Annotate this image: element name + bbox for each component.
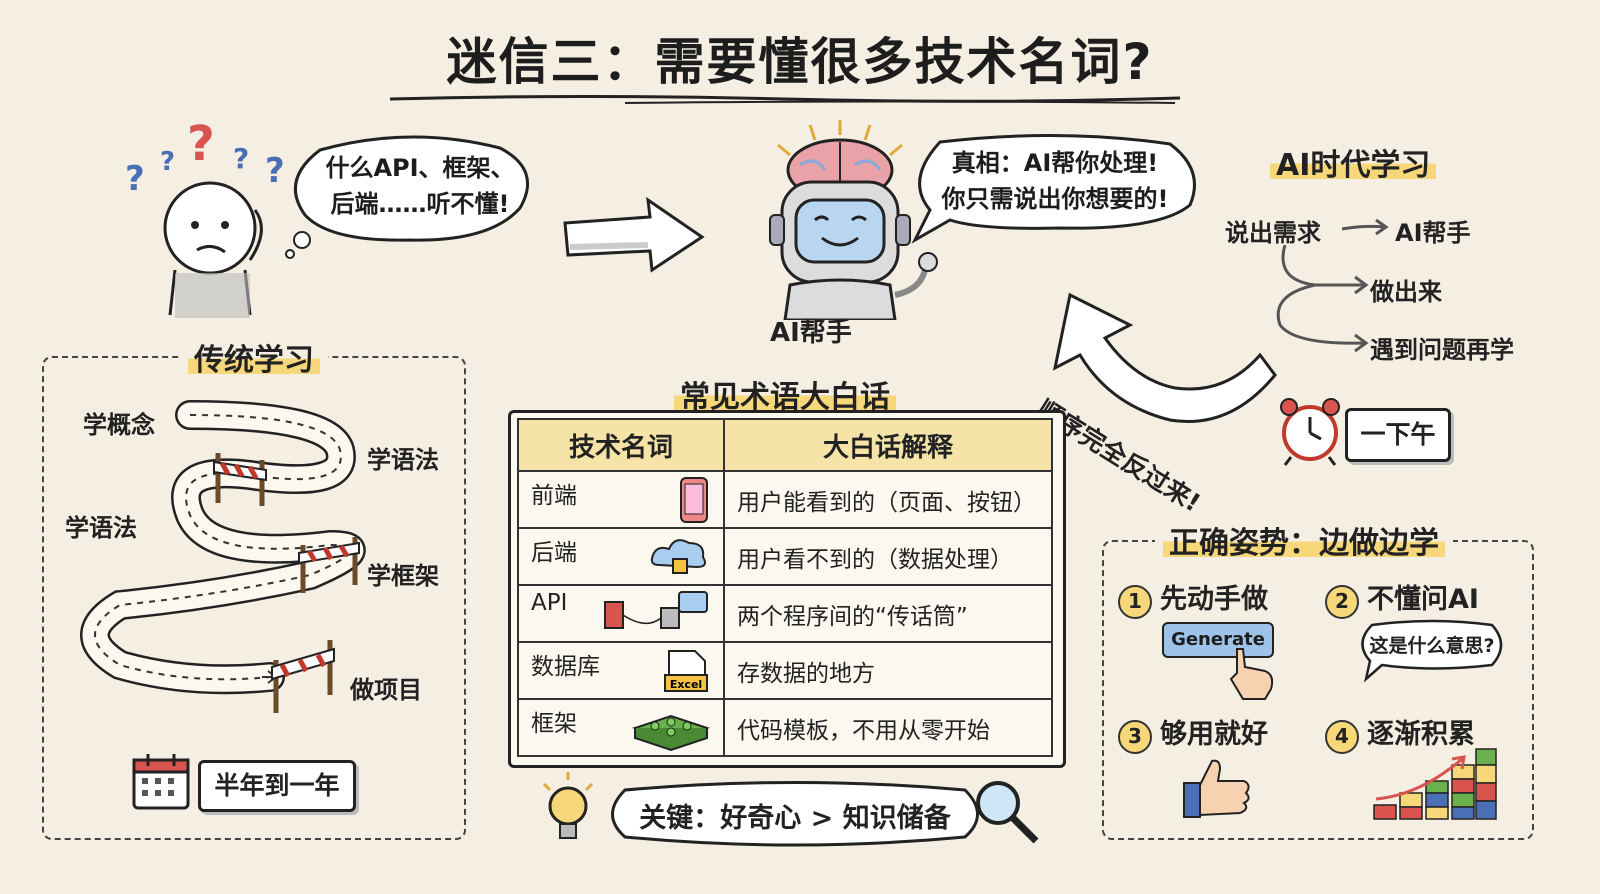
glossary-table: 技术名词 大白话解释 前端 用户能看到的（页面、按钮） 后端 用户看不到的（数据… xyxy=(517,418,1053,757)
traditional-title: 传统学习 xyxy=(180,335,328,379)
key-point-cloud xyxy=(611,781,979,847)
reverse-curve-arrow-icon xyxy=(1052,292,1277,424)
page-title: 迷信三：需要懂很多技术名词? xyxy=(446,33,1154,91)
generate-button[interactable]: Generate xyxy=(1162,622,1274,658)
speech-bubble-text: 真相：AI帮你处理! 你只需说出你想要的! xyxy=(941,149,1169,213)
table-row: 后端 用户看不到的（数据处理） xyxy=(517,527,1053,586)
road-step-4: 学框架 xyxy=(367,562,439,590)
thought-bubble xyxy=(285,135,529,259)
cloud-lock-icon xyxy=(650,538,706,574)
key-point-text: 关键：好奇心 > 知识储备 xyxy=(639,803,951,834)
ai-era-title: AI时代学习 xyxy=(1270,140,1437,184)
lightbulb-icon xyxy=(542,772,594,839)
explain-cell: 用户看不到的（数据处理） xyxy=(723,527,1053,586)
barrier-icon xyxy=(213,453,267,506)
table-row: 框架 代码模板，不用从零开始 xyxy=(517,698,1053,757)
svg-text:?: ? xyxy=(233,142,249,175)
term-cell: 数据库 Excel xyxy=(517,641,725,700)
svg-text:?: ? xyxy=(187,120,215,172)
barrier-icon xyxy=(271,640,335,713)
table-row: API 两个程序间的“传话筒” xyxy=(517,584,1053,643)
question-bubble xyxy=(1361,619,1503,683)
road-step-3: 学语法 xyxy=(65,514,137,542)
svg-text:?: ? xyxy=(125,159,145,199)
glossary-title: 常见术语大白话 xyxy=(510,372,1060,416)
ai-step-1: 说出需求 xyxy=(1225,219,1321,247)
ai-step-4: 遇到问题再学 xyxy=(1370,336,1514,364)
confused-person-icon: ? ? ? ? ? xyxy=(125,120,285,318)
arrow-right-icon xyxy=(1341,218,1389,236)
explain-cell: 两个程序间的“传话筒” xyxy=(723,584,1053,643)
table-row: 数据库 Excel 存数据的地方 xyxy=(517,641,1053,700)
road-step-5: 做项目 xyxy=(350,676,422,704)
thumbs-up-icon xyxy=(1183,759,1250,818)
term-cell: 框架 xyxy=(517,698,725,757)
term-cell: 前端 xyxy=(517,470,725,529)
svg-text:?: ? xyxy=(160,147,175,177)
right-way-title: 正确姿势：边做边学 xyxy=(1155,518,1453,562)
barrier-icon xyxy=(298,537,360,593)
glossary-header-explain: 大白话解释 xyxy=(723,418,1053,472)
magnifier-icon xyxy=(976,781,1039,844)
big-right-arrow-icon xyxy=(563,196,705,273)
robot-label: AI帮手 xyxy=(770,318,852,348)
ai-step-2: AI帮手 xyxy=(1395,219,1471,247)
tin-can-phone-icon xyxy=(604,590,708,629)
lego-brick-icon xyxy=(632,714,710,751)
road-step-2: 学语法 xyxy=(367,446,439,474)
glossary-header-term: 技术名词 xyxy=(517,418,725,472)
pointing-hand-icon xyxy=(1229,648,1274,700)
svg-text:?: ? xyxy=(265,151,285,191)
table-row: 前端 用户能看到的（页面、按钮） xyxy=(517,470,1053,529)
road-step-1: 学概念 xyxy=(83,411,155,439)
speech-bubble xyxy=(911,133,1196,244)
calendar-icon xyxy=(132,754,190,810)
phone-icon xyxy=(680,476,708,523)
svg-text:Excel: Excel xyxy=(670,678,702,691)
question-bubble-text: 这是什么意思? xyxy=(1369,635,1495,657)
robot-brain-icon xyxy=(769,120,938,320)
alarm-clock-icon xyxy=(1280,398,1340,466)
traditional-time-box: 半年到一年 xyxy=(198,760,356,812)
ai-time-box: 一下午 xyxy=(1345,408,1451,462)
explain-cell: 代码模板，不用从零开始 xyxy=(723,698,1053,757)
thought-bubble-text: 什么API、框架、 后端……听不懂! xyxy=(325,154,515,218)
stacked-blocks-growth-icon xyxy=(1373,748,1497,820)
flow-curve-arrow-icon xyxy=(1276,245,1369,353)
explain-cell: 存数据的地方 xyxy=(723,641,1053,700)
title-underline xyxy=(389,95,1181,104)
ai-step-3: 做出来 xyxy=(1370,278,1442,306)
term-cell: API xyxy=(517,584,725,643)
excel-file-icon: Excel xyxy=(664,649,708,692)
explain-cell: 用户能看到的（页面、按钮） xyxy=(723,470,1053,529)
term-cell: 后端 xyxy=(517,527,725,586)
